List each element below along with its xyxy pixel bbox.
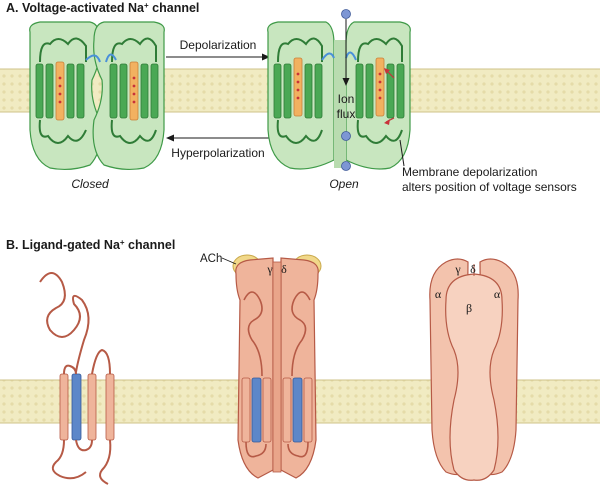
open-channel [267,21,411,170]
gamma-label-3d: γ [454,262,461,276]
gamma-label-side: γ [266,262,273,276]
alpha-label-left: α [435,287,442,301]
note-leader-line [399,139,405,167]
closed-channel [29,21,165,171]
delta-label-side: δ [281,262,287,276]
panel-a-title: A. Voltage-activated Na+ channel [6,1,199,15]
hyperpolarization-label: Hyperpolarization [171,146,264,160]
state-closed-label: Closed [71,177,109,191]
note-line-2: alters position of voltage sensors [402,180,577,194]
depolarization-arrow [166,53,270,61]
ion-flux [341,9,351,171]
flux-label: flux [337,107,356,121]
receptor-side-view [232,254,322,479]
delta-label-3d: δ [470,262,476,276]
depolarization-label: Depolarization [180,38,257,52]
beta-label: β [466,301,472,315]
ion-label: Ion [338,92,355,106]
alpha-label-right: α [494,287,501,301]
panel-b-title: B. Ligand-gated Na+ channel [6,238,175,252]
receptor-3d-view [429,258,519,481]
hyperpolarization-arrow [166,134,270,142]
subunit-topology [39,272,115,485]
note-line-1: Membrane depolarization [402,165,537,179]
ach-leader-line [221,257,237,265]
ach-label: ACh [200,253,222,265]
state-open-label: Open [329,177,359,191]
